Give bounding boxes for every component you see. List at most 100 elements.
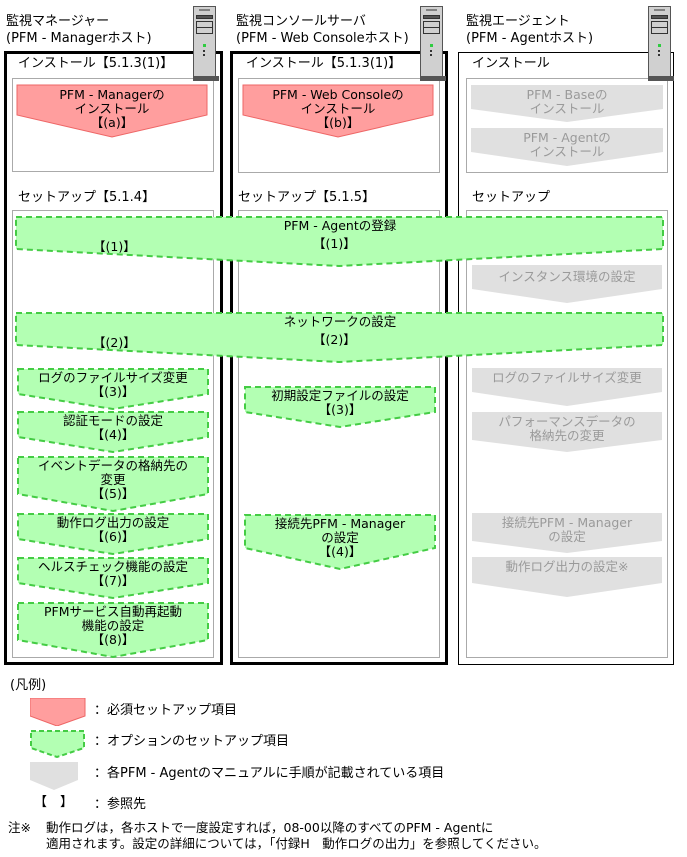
step-line1: 動作ログ出力の設定 [56,515,170,530]
step-install-pfm-web-console[interactable]: PFM - Web Consoleの インストール 【(b)】 [242,84,434,138]
setup-label-console: セットアップ【5.1.5】 [238,190,376,205]
step-line1: パフォーマンスデータの [498,414,636,429]
legend-required-label: ：必須セットアップ項目 [94,703,238,718]
step-install-pfm-manager[interactable]: PFM - Managerの インストール 【(a)】 [16,84,208,138]
install-label-agent: インストール [472,56,550,71]
host-title-line2: (PFM - Agentホスト) [466,31,594,46]
server-icon [420,6,446,81]
step-ref: 【(4)】 [318,544,362,559]
step-line1: 接続先PFM - Manager [501,515,633,530]
web-console-host-box [230,51,448,665]
step-register-pfm-agent[interactable]: PFM - Agentの登録 【(1)】 【(1)】 [15,216,665,268]
step-agent-log-file-size[interactable]: ログのファイルサイズ変更 [472,368,662,406]
step-manager-action-log[interactable]: 動作ログ出力の設定 【(6)】 [17,513,209,556]
note-line1: 動作ログは，各ホストで一度設定すれば，08-00以降のすべてのPFM - Age… [46,820,494,835]
install-label-manager: インストール【5.1.3(1)】 [18,56,174,71]
step-ref: 【(a)】 [90,115,134,130]
note-line2: 適用されます。設定の詳細については，「付録H 動作ログの出力」を参照してください… [46,836,547,851]
host-title-agent: 監視エージェント (PFM - Agentホスト) [466,13,593,47]
agent-host-box [458,52,674,665]
step-agent-perf-data-location[interactable]: パフォーマンスデータの 格納先の変更 [472,412,662,452]
host-title-web-console: 監視コンソールサーバ (PFM - Web Consoleホスト) [236,13,409,47]
legend-reference-symbol: 【 】 [34,795,74,810]
host-title-line1: 監視コンソールサーバ [236,14,366,29]
server-icon [648,6,674,81]
step-console-init-file[interactable]: 初期設定ファイルの設定 【(3)】 [244,386,436,429]
step-line2: の設定 [548,529,586,544]
step-line2: インストール [300,101,376,116]
legend-agent-manual-label: ：各PFM - Agentのマニュアルに手順が記載されている項目 [94,766,445,781]
step-line1: 初期設定ファイルの設定 [271,388,409,403]
optional-arrow-shape [17,368,209,411]
step-network-settings[interactable]: ネットワークの設定 【(2)】 【(2)】 [15,312,665,364]
step-line1: PFM - Baseの [526,87,608,102]
step-ref: 【(6)】 [91,529,135,544]
legend-optional-label: ：オプションのセットアップ項目 [94,734,290,749]
step-line2: 変更 [100,472,126,487]
note-marker: 注※ [8,820,31,835]
shared-step-ref-console: 【(1)】 [313,236,356,251]
step-line2: インストール [529,101,605,116]
step-line2: インストール [74,101,150,116]
step-agent-action-log[interactable]: 動作ログ出力の設定※ [472,557,662,597]
host-title-line2: (PFM - Managerホスト) [6,31,152,46]
host-title-line1: 監視エージェント [466,14,570,29]
step-manager-auth-mode[interactable]: 認証モードの設定 【(4)】 [17,411,209,454]
manager-host-box [4,51,223,665]
agent-manual-arrow-shape [472,557,662,597]
step-line2: インストール [529,144,605,159]
step-ref: 【(b)】 [316,115,360,130]
optional-arrow-shape [17,557,209,600]
step-line1: ログのファイルサイズ変更 [492,370,642,385]
agent-manual-arrow-shape [472,265,662,303]
step-line2: 格納先の変更 [529,428,605,443]
host-title-line1: 監視マネージャー [6,14,110,29]
legend-optional-icon [30,730,85,758]
step-line1: インスタンス環境の設定 [498,269,636,284]
shared-step-ref-console: 【(2)】 [313,332,356,347]
step-agent-connect-manager[interactable]: 接続先PFM - Manager の設定 [472,513,662,553]
step-console-connect-manager[interactable]: 接続先PFM - Manager の設定 【(4)】 [244,514,436,571]
step-ref: 【(4)】 [91,427,135,442]
optional-arrow-shape [17,513,209,556]
step-manager-event-data-location[interactable]: イベントデータの格納先の 変更 【(5)】 [17,456,209,513]
step-line1: イベントデータの格納先の [37,458,188,473]
step-agent-instance-env[interactable]: インスタンス環境の設定 [472,265,662,303]
shared-step-ref-manager: 【(1)】 [93,239,136,254]
step-ref: 【(7)】 [91,573,135,588]
step-manager-health-check[interactable]: ヘルスチェック機能の設定 【(7)】 [17,557,209,600]
step-ref: 【(8)】 [91,632,135,647]
optional-wide-arrow-shape [15,312,664,364]
step-install-pfm-base[interactable]: PFM - Baseの インストール [471,85,663,122]
step-manager-auto-restart[interactable]: PFMサービス自動再起動 機能の設定 【(8)】 [17,602,209,659]
step-line1: 認証モードの設定 [62,413,163,428]
required-arrow-shape [242,84,434,138]
required-arrow-shape [16,84,208,138]
agent-manual-arrow-shape [471,85,663,122]
optional-arrow-shape [244,386,436,429]
step-line1: PFMサービス自動再起動 [43,604,182,619]
step-line1: PFM - Agentの [523,130,611,145]
optional-arrow-shape [17,411,209,454]
shared-step-title: PFM - Agentの登録 [283,218,397,233]
host-title-line2: (PFM - Web Consoleホスト) [236,31,409,46]
agent-manual-arrow-shape [472,368,662,406]
step-ref: 【(3)】 [318,402,362,417]
optional-arrow-shape [17,602,209,659]
step-manager-log-file-size[interactable]: ログのファイルサイズ変更 【(3)】 [17,368,209,411]
step-line1: 動作ログ出力の設定※ [505,559,629,574]
shared-step-ref-manager: 【(2)】 [93,335,136,350]
step-install-pfm-agent[interactable]: PFM - Agentの インストール [471,128,663,166]
step-ref: 【(5)】 [91,486,135,501]
legend-reference-label: ：参照先 [94,797,147,812]
legend-title: (凡例) [10,678,47,693]
agent-manual-arrow-shape [471,128,663,166]
step-line1: ログのファイルサイズ変更 [38,370,188,385]
optional-arrow-shape [244,514,436,571]
step-line2: の設定 [321,530,359,545]
legend-required-icon [30,698,86,726]
setup-area-console [238,210,440,658]
agent-manual-arrow-shape [472,412,662,452]
step-line1: PFM - Managerの [59,87,165,102]
optional-arrow-shape [17,456,209,513]
